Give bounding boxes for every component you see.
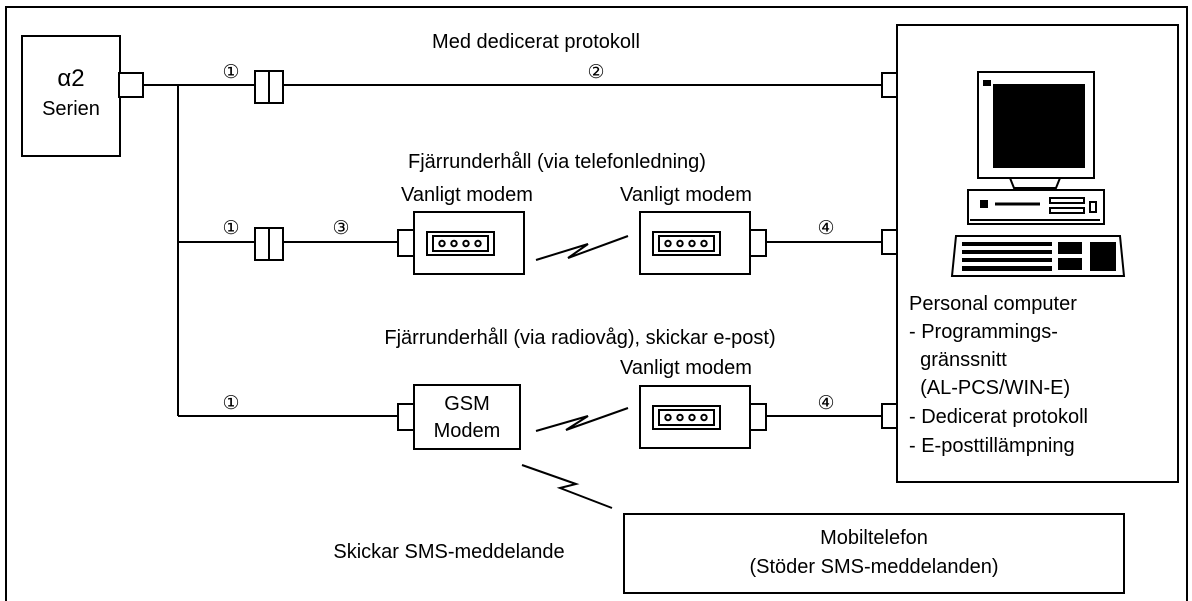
pc-feature-3: (AL-PCS/WIN-E) [909, 377, 1070, 399]
alpha2-unit: α2 Serien [21, 35, 144, 157]
computer-case-icon [967, 189, 1105, 225]
mobile-title: Mobiltelefon [820, 527, 928, 549]
pc-port-route1 [881, 72, 898, 98]
route-telephone-line: Fjärrunderhåll (via telefonledning) Vanl… [222, 151, 898, 275]
modem-left-route2 [397, 211, 525, 275]
route3-title: Fjärrunderhåll (via radiovåg), skickar e… [384, 327, 775, 349]
modem-right-route2 [639, 211, 767, 275]
sms-wireless-icon [521, 464, 613, 509]
trunk-wiring [143, 84, 398, 417]
route-dedicated-protocol: Med dedicerat protokoll ① ② [222, 31, 898, 104]
alpha2-label: α2 [57, 65, 84, 92]
modem-right-route3 [639, 385, 767, 449]
pc-port-route2 [881, 229, 898, 255]
pc-title: Personal computer [909, 293, 1077, 315]
route2-modem-right-label: Vanligt modem [620, 184, 752, 206]
route2-title: Fjärrunderhåll (via telefonledning) [408, 151, 706, 173]
mobile-phone: Mobiltelefon (Stöder SMS-meddelanden) [623, 513, 1125, 594]
marker-1-route1: ① [222, 61, 239, 83]
pc-feature-4: - Dedicerat protokoll [909, 406, 1088, 428]
marker-3: ③ [332, 217, 349, 239]
keyboard-icon [950, 235, 1126, 277]
gsm-modem: GSM Modem [397, 384, 521, 450]
pc-port-route3 [881, 403, 898, 429]
sms-label: Skickar SMS-meddelande [333, 541, 564, 563]
gsm-label: GSM [444, 393, 490, 415]
marker-4-route2: ④ [817, 217, 834, 239]
route-radio-wave: Fjärrunderhåll (via radiovåg), skickar e… [222, 327, 898, 509]
wireless-link-icon [535, 235, 629, 261]
wireless-link-icon [535, 407, 629, 432]
marker-4-route3: ④ [817, 392, 834, 414]
marker-2: ② [587, 61, 604, 83]
personal-computer: Personal computer - Programmings- gränss… [896, 24, 1179, 483]
route2-modem-left-label: Vanligt modem [401, 184, 533, 206]
computer-monitor-icon [977, 71, 1095, 189]
pc-feature-1: - Programmings- [909, 321, 1058, 343]
marker-1-route2: ① [222, 217, 239, 239]
outer-frame [5, 6, 1188, 601]
route3-modem-right-label: Vanligt modem [620, 357, 752, 379]
pc-feature-5: - E-posttillämpning [909, 435, 1075, 457]
gsm-modem-label: Modem [434, 420, 501, 442]
route1-title: Med dedicerat protokoll [432, 31, 640, 53]
mobile-subtitle: (Stöder SMS-meddelanden) [749, 556, 998, 578]
marker-1-route3: ① [222, 392, 239, 414]
pc-feature-2: gränssnitt [909, 349, 1007, 371]
alpha2-port [118, 72, 144, 98]
alpha2-series-label: Serien [42, 98, 100, 120]
